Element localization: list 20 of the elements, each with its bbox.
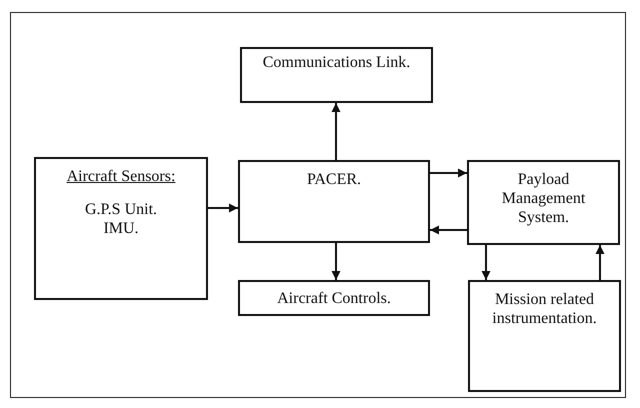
arrow	[596, 245, 604, 280]
box-text: Aircraft Controls.	[276, 289, 392, 308]
box-text: Payload Management System.	[500, 170, 586, 228]
arrow	[208, 204, 238, 212]
box-text: PACER.	[306, 170, 362, 190]
process-box	[240, 47, 433, 103]
box-text: G.P.S Unit. IMU.	[84, 200, 158, 239]
arrow	[332, 103, 340, 160]
box-heading: Aircraft Sensors:	[66, 167, 176, 186]
box-text: Mission related instrumentation.	[491, 290, 598, 328]
box-text: Communications Link.	[262, 53, 412, 72]
process-box	[34, 157, 208, 300]
arrow	[332, 243, 340, 280]
arrow	[430, 168, 467, 178]
process-box	[238, 160, 430, 243]
arrow	[482, 245, 490, 280]
process-box	[468, 280, 621, 392]
process-box	[238, 280, 430, 316]
process-box	[467, 160, 620, 245]
arrow	[430, 226, 467, 234]
